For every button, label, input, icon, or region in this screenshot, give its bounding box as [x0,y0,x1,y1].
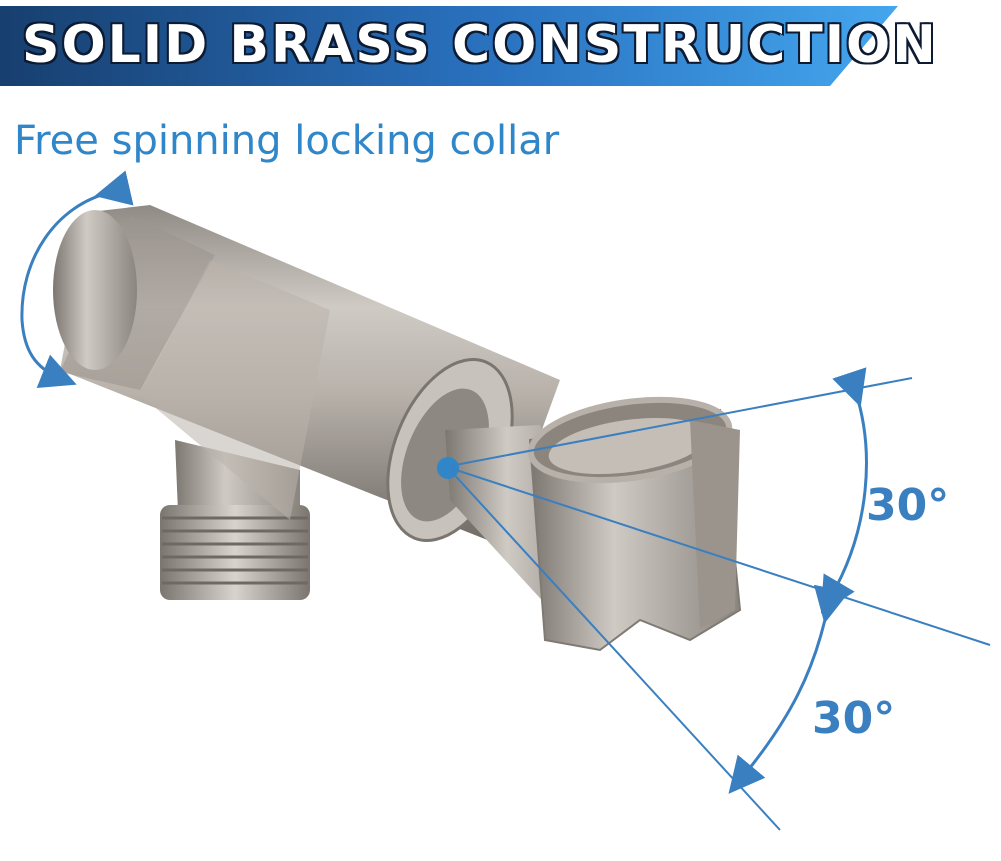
upper-angle-arc [820,367,868,614]
lower-angle-label: 30° [812,693,896,744]
rotate-arrow-icon [20,170,134,389]
banner-title: SOLID BRASS CONSTRUCTION [22,15,938,75]
header-banner: SOLID BRASS CONSTRUCTION [0,0,1001,90]
handheld-holder [527,396,742,652]
upper-angle-label: 30° [866,480,950,531]
banner-background [0,6,898,86]
lower-angle-arc [728,584,850,794]
subtitle-heading: Free spinning locking collar [14,118,560,164]
